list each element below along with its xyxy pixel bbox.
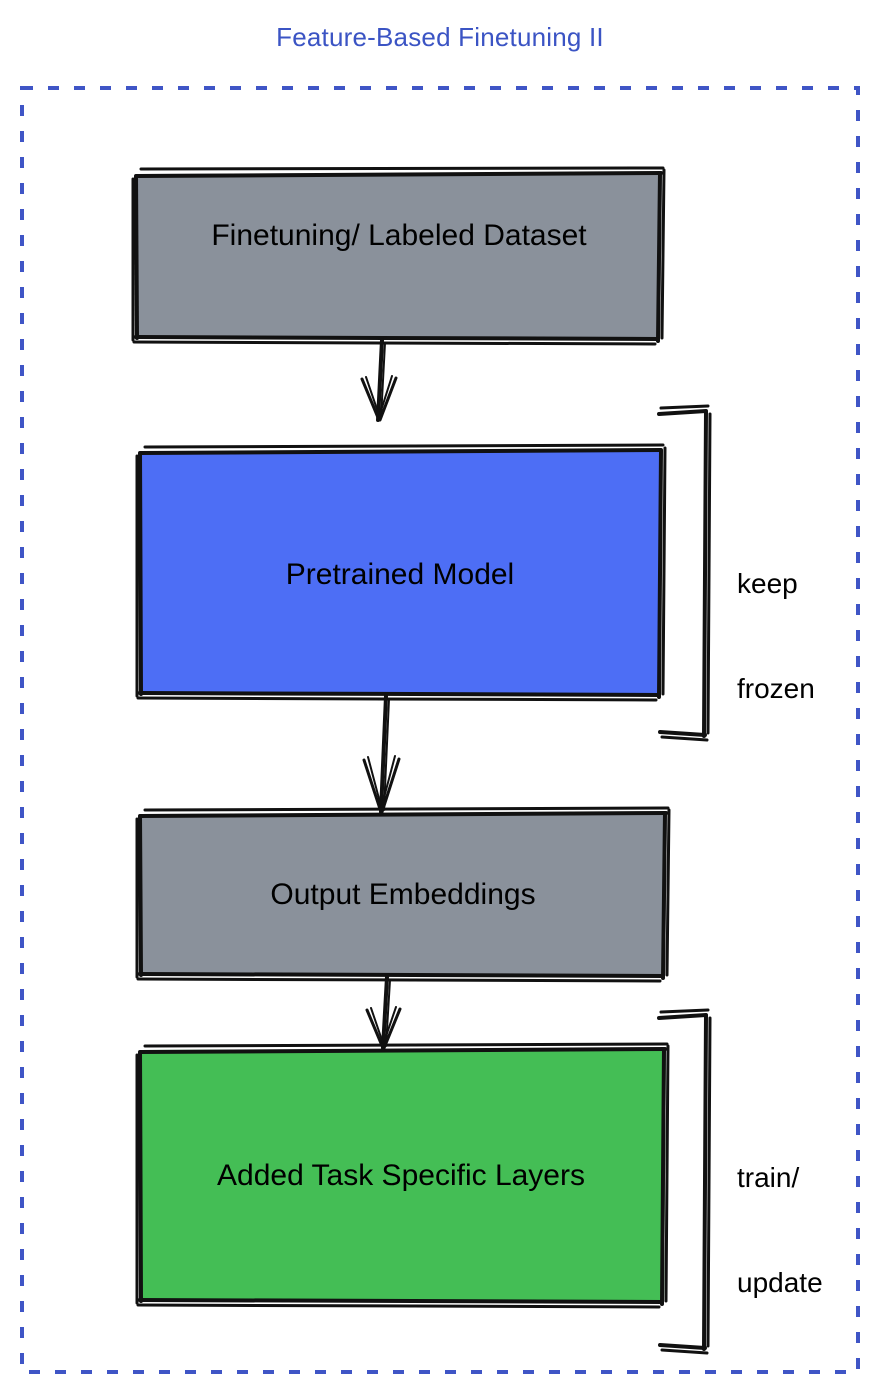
node-output-embeddings[interactable]: [135, 806, 671, 983]
page-title: Feature-Based Finetuning II: [276, 22, 604, 52]
node-label-pretrained-model: Pretrained Model: [285, 558, 515, 591]
node-label-finetuning-dataset: Finetuning/ Labeled Dataset: [211, 219, 587, 252]
arrow-embeddings-to-layers: [365, 975, 402, 1050]
bracket-label-keep-frozen-line2: frozen: [737, 673, 815, 704]
node-pretrained-model[interactable]: [135, 443, 667, 702]
bracket-label-train-update-line2: update: [737, 1267, 823, 1298]
bracket-label-keep-frozen-line1: keep: [737, 568, 798, 599]
node-label-task-specific-layers: Added Task Specific Layers: [217, 1159, 585, 1192]
node-label-output-embeddings: Output Embeddings: [270, 878, 536, 911]
arrow-dataset-to-model: [360, 338, 398, 422]
node-finetuning-dataset[interactable]: [131, 166, 666, 346]
dashed-container: [20, 86, 860, 1374]
bracket-label-train-update-line1: train/: [737, 1162, 800, 1193]
arrow-model-to-embeddings: [362, 694, 401, 814]
node-task-specific-layers[interactable]: [135, 1042, 670, 1309]
bracket-train-update: [657, 1008, 712, 1355]
bracket-label-train-update: train/ update: [737, 1090, 823, 1370]
bracket-keep-frozen: [657, 404, 712, 742]
bracket-label-keep-frozen: keep frozen: [737, 496, 815, 776]
